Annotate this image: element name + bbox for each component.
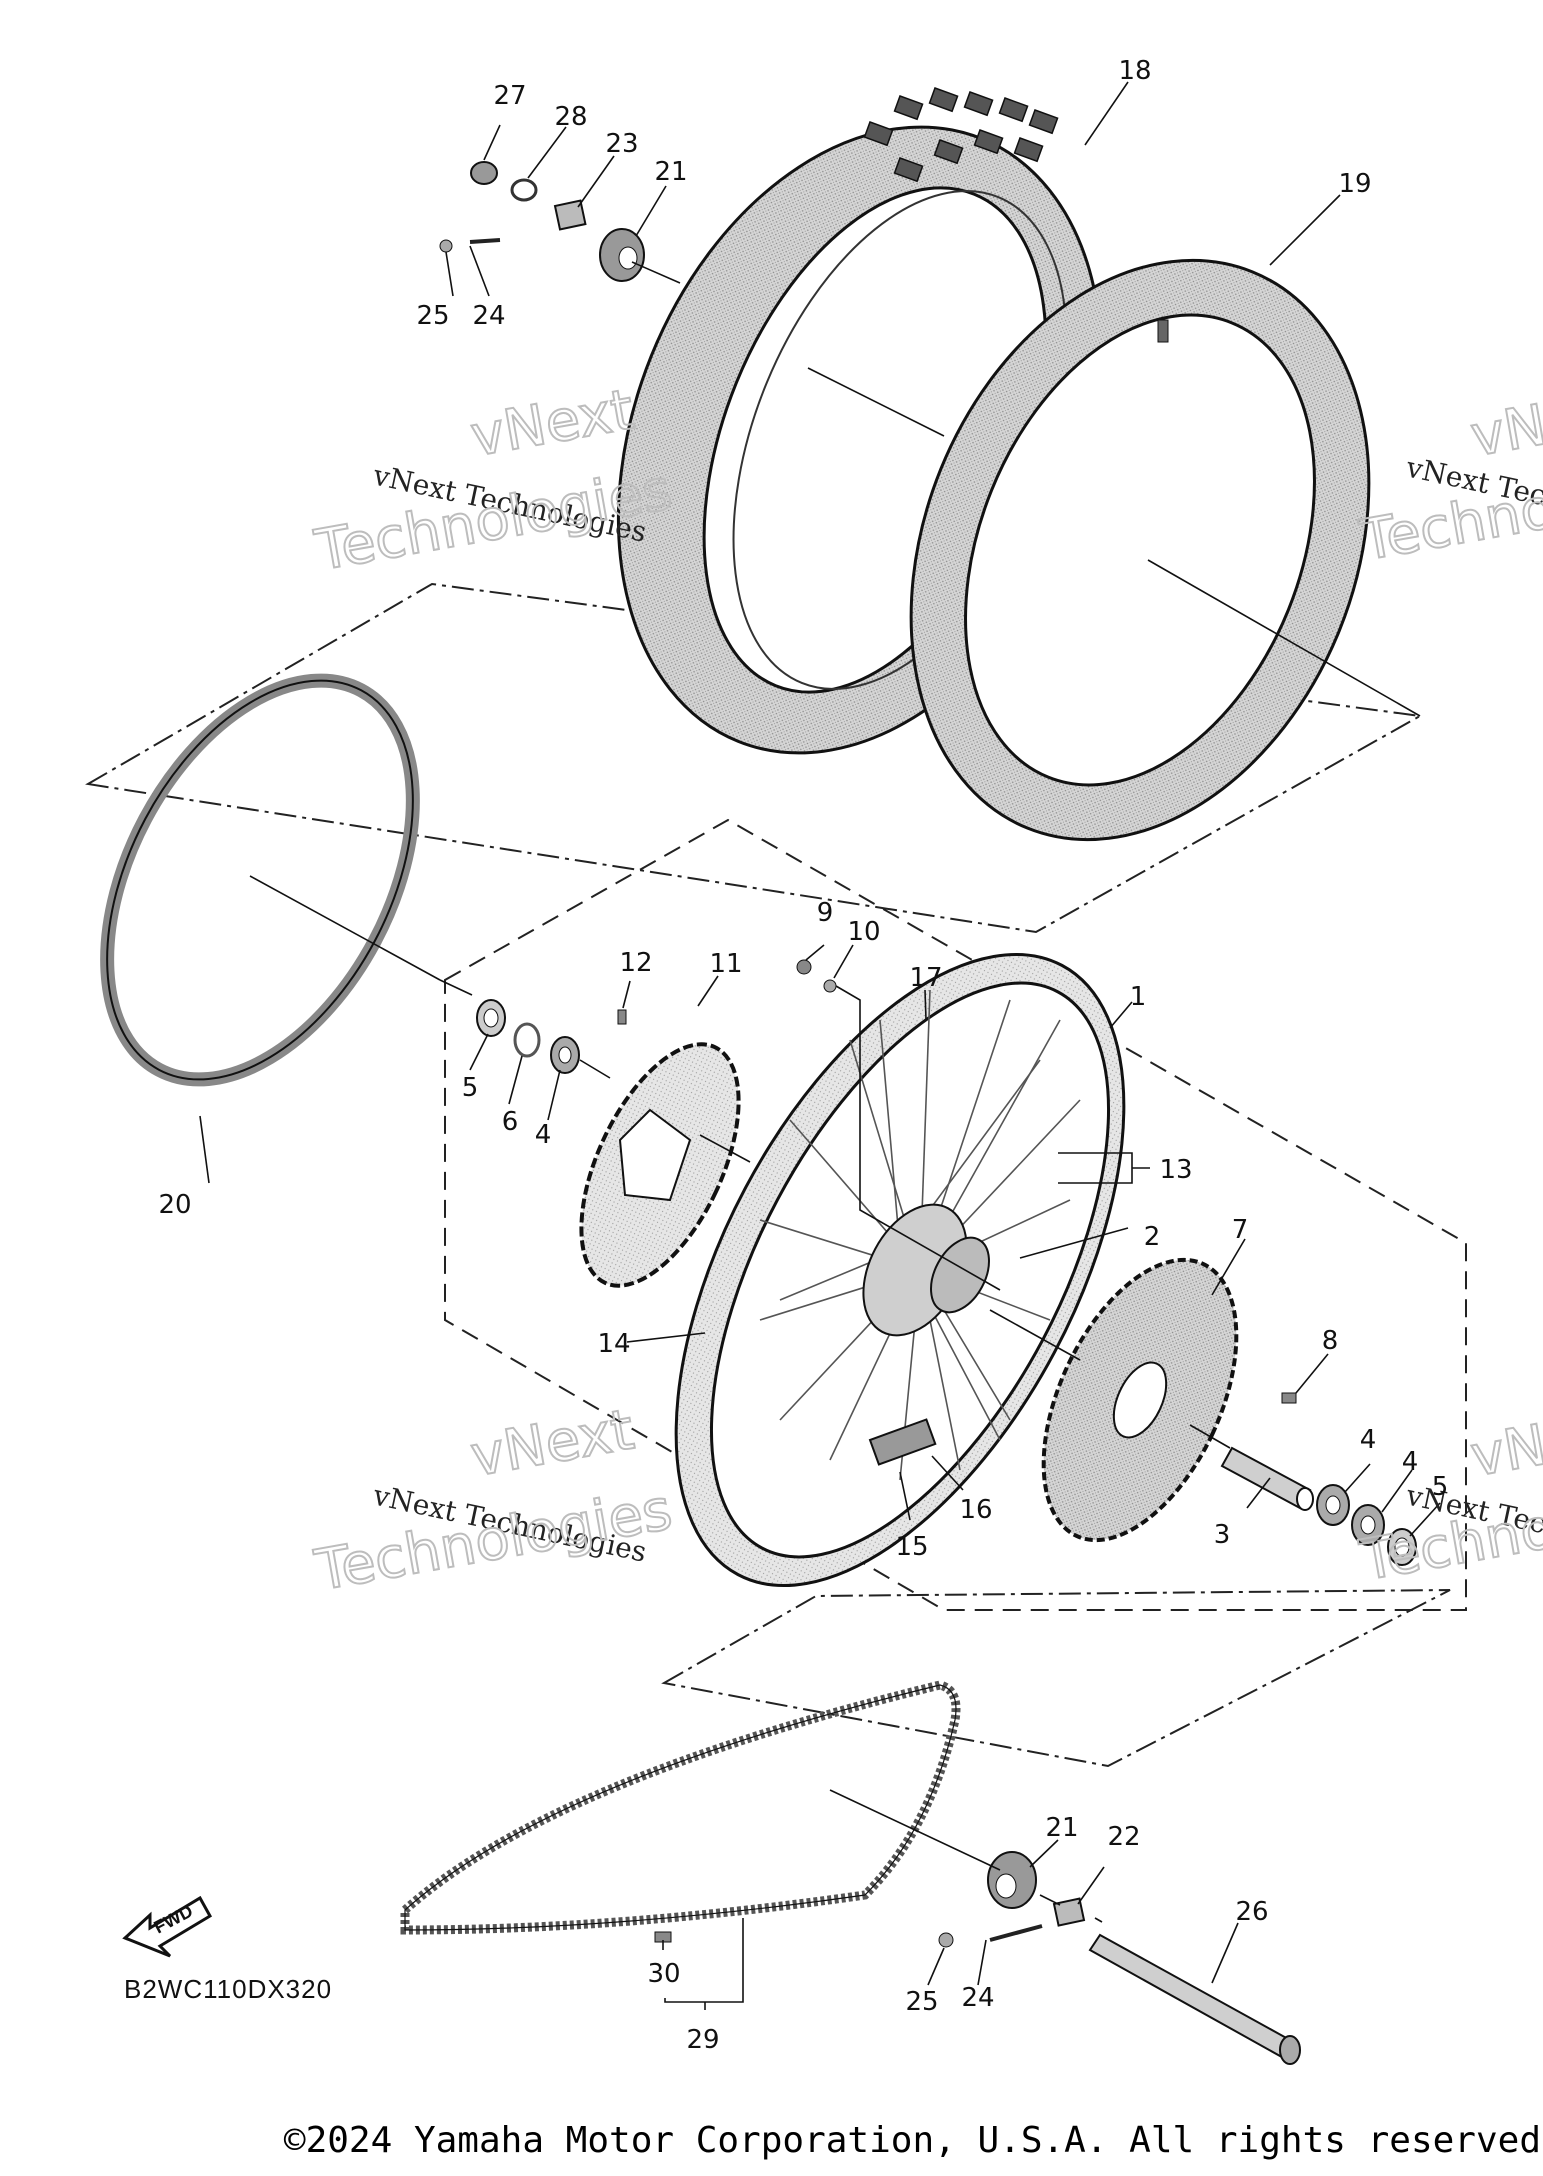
callout-19: 19: [1338, 169, 1371, 199]
callout-23: 23: [605, 129, 638, 159]
callout-30: 30: [647, 1959, 680, 1989]
callout-29: 29: [686, 2025, 719, 2055]
adjust-bolt-top: [439, 238, 501, 253]
adjust-bolt-bottom: [938, 1924, 1043, 1948]
disc-bolt: [617, 1009, 627, 1025]
oil-seal-left: [476, 999, 506, 1037]
callout-16: 16: [959, 1495, 992, 1525]
watermark-big-3: vNext: [466, 1397, 638, 1489]
callouts: 1 2 3 4 4 4 5 5 6 7 8 9 10 11 12 13 14 1…: [158, 56, 1448, 2055]
bearing-right-2: [1351, 1504, 1385, 1546]
sprocket-bolt: [1281, 1392, 1297, 1404]
callout-21a: 21: [654, 157, 687, 187]
callout-14: 14: [597, 1329, 630, 1359]
collar: [1220, 1446, 1314, 1511]
callout-27: 27: [493, 81, 526, 111]
callout-2: 2: [1144, 1222, 1161, 1252]
chain-puller-top: [553, 199, 587, 231]
callout-4b: 4: [1360, 1425, 1377, 1455]
rear-wheel: [674, 952, 1126, 1588]
callout-26: 26: [1235, 1897, 1268, 1927]
callout-11: 11: [709, 949, 742, 979]
callout-15: 15: [895, 1532, 928, 1562]
collar-bottom: [987, 1851, 1037, 1909]
axle-nut-top: [470, 161, 498, 185]
leader-lines: [199, 81, 1441, 2010]
wheel-assembly-outline: [444, 818, 1467, 1611]
callout-5a: 5: [462, 1073, 479, 1103]
callout-1: 1: [1130, 982, 1147, 1012]
rim-band: [100, 673, 420, 1087]
callout-5b: 5: [1432, 1472, 1449, 1502]
callout-22: 22: [1107, 1822, 1140, 1852]
callout-25b: 25: [905, 1987, 938, 2017]
callout-9: 9: [817, 898, 834, 928]
callout-17: 17: [909, 963, 942, 993]
watermark-big-1: vNext: [466, 377, 638, 469]
callout-13: 13: [1159, 1155, 1192, 1185]
bearing-right-1: [1316, 1484, 1350, 1526]
washer-top: [510, 178, 538, 202]
brake-disc: [579, 1042, 741, 1288]
sprocket: [1041, 1257, 1239, 1543]
center-lines: [249, 261, 1421, 1923]
callout-20: 20: [158, 1190, 191, 1220]
drive-chain: [400, 1680, 961, 1935]
fwd-arrow-icon: FWD: [122, 1895, 213, 1958]
callout-24a: 24: [472, 301, 505, 331]
callout-8: 8: [1322, 1326, 1339, 1356]
inner-tube: [909, 258, 1371, 842]
oil-seal-right: [1387, 1528, 1417, 1566]
circlip: [513, 1022, 541, 1058]
callout-4a: 4: [535, 1120, 552, 1150]
diagram-code: B2WC110DX320: [124, 1974, 332, 2004]
nipple-nut: [796, 959, 837, 993]
bearing-left: [550, 1036, 580, 1074]
copyright-footer: ©2024 Yamaha Motor Corporation, U.S.A. A…: [283, 2120, 1541, 2161]
callout-12: 12: [619, 948, 652, 978]
collar-top: [599, 228, 645, 282]
callout-10: 10: [847, 917, 880, 947]
callout-3: 3: [1214, 1520, 1231, 1550]
callout-25a: 25: [416, 301, 449, 331]
watermark-big-5: vNext: [1466, 377, 1543, 469]
callout-6: 6: [502, 1107, 519, 1137]
chain-puller-bottom: [1052, 1897, 1086, 1927]
callout-18: 18: [1118, 56, 1151, 86]
watermark-big-7: vNext: [1466, 1397, 1543, 1489]
rear-axle: [1088, 1933, 1301, 2065]
callout-24b: 24: [961, 1983, 994, 2013]
callout-21b: 21: [1045, 1813, 1078, 1843]
callout-7: 7: [1232, 1215, 1249, 1245]
chain-group-outline: [661, 1589, 1451, 1768]
watermark-big-4: Technologies: [310, 1477, 677, 1604]
callout-28: 28: [554, 102, 587, 132]
callout-4c: 4: [1402, 1447, 1419, 1477]
